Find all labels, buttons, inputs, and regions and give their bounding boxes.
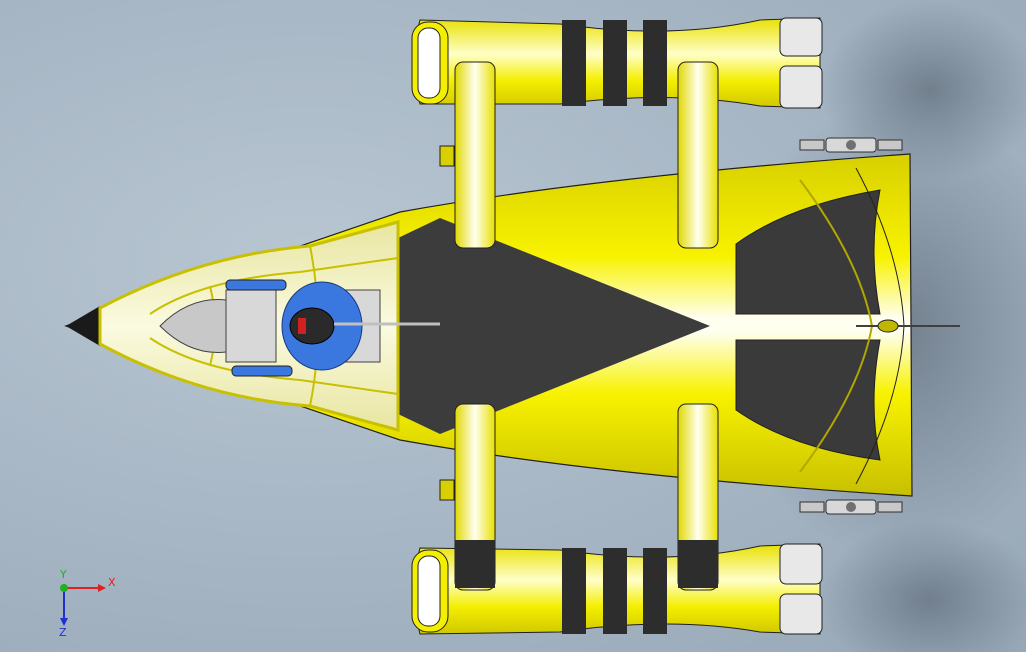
pilot-figure: [225, 279, 440, 377]
thruster-bottom: [799, 499, 903, 515]
z-axis-label: Z: [59, 626, 67, 638]
z-axis-arrowhead: [60, 618, 68, 626]
thruster-top: [799, 137, 903, 153]
dark-deck-panel: [398, 218, 710, 434]
y-axis-dot: [60, 584, 68, 592]
rear-window-bottom: [735, 339, 881, 461]
cockpit-canopy[interactable]: [98, 220, 440, 432]
y-axis-label: Y: [59, 568, 67, 581]
connector-arms[interactable]: [439, 61, 719, 591]
nose-cone: [66, 306, 100, 346]
x-axis-arrowhead: [98, 584, 106, 592]
model-shadow: [820, 0, 1026, 180]
rear-window-top: [735, 189, 881, 315]
x-axis-label: X: [108, 576, 116, 589]
orientation-triad: X Y Z: [59, 568, 116, 638]
model-shadow: [820, 520, 1026, 652]
